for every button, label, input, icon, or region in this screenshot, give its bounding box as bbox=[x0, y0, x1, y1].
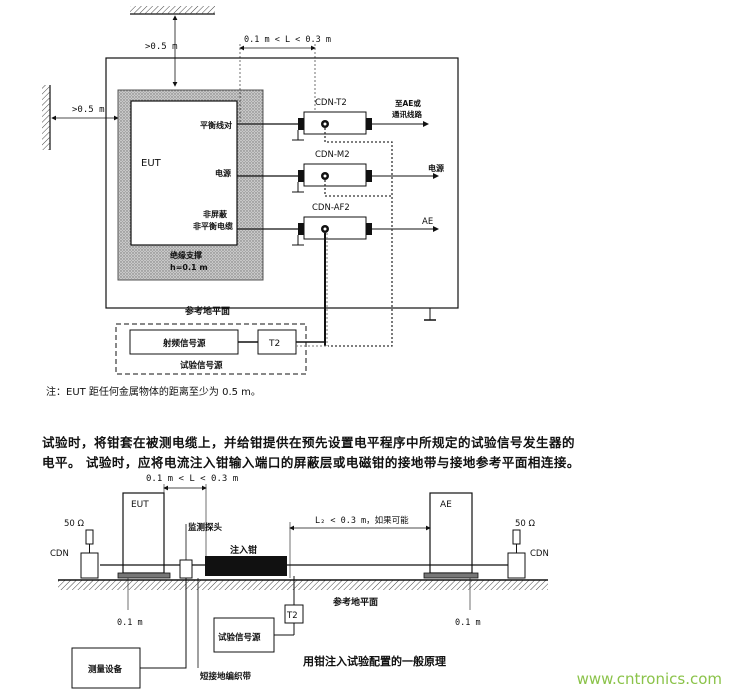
to-ae-label-2: 通讯线路 bbox=[392, 109, 422, 119]
dist-cable-label: 0.1 m < L < 0.3 m bbox=[244, 35, 331, 45]
distance-note: 注：EUT 距任何金属物体的距离至少为 0.5 m。 bbox=[46, 387, 261, 398]
paragraph-line-1: 试验时，将钳套在被测电缆上，并给钳提供在预先设置电平程序中所规定的试验信号发生器… bbox=[42, 435, 576, 450]
bottom-h-left-label: 0.1 m bbox=[117, 618, 143, 628]
cdn-af2-label: CDN-AF2 bbox=[312, 203, 350, 213]
power-label: 电源 bbox=[428, 163, 444, 173]
watermark: www.cntronics.com bbox=[576, 670, 722, 688]
support-label-2: h=0.1 m bbox=[170, 263, 208, 272]
t2-label: T2 bbox=[268, 339, 280, 349]
bottom-eut-box bbox=[122, 492, 165, 574]
bottom-eut-label: EUT bbox=[131, 500, 149, 510]
top-diagram: >0.5 m >0.5 m 参考地平面 EUT 绝缘支撑 h=0.1 m 平衡线… bbox=[42, 6, 459, 375]
bottom-ae-box bbox=[429, 492, 473, 574]
short-strap-label: 短接地编织带 bbox=[200, 671, 252, 682]
bottom-r50-right-label: 50 Ω bbox=[515, 519, 536, 529]
bottom-ae-support bbox=[423, 572, 479, 579]
dist-left-label: >0.5 m bbox=[72, 105, 105, 115]
ground-plane-box bbox=[105, 57, 459, 309]
bottom-cdn-left-label: CDN bbox=[50, 549, 69, 559]
left-wall bbox=[42, 85, 51, 150]
cdn-t2-label: CDN-T2 bbox=[315, 98, 347, 108]
bottom-test-gen-box bbox=[213, 617, 275, 653]
bottom-cdn-left bbox=[80, 552, 99, 579]
cdn-t2 bbox=[237, 111, 429, 141]
cdn-m2 bbox=[237, 163, 439, 193]
measuring-equipment-label: 测量设备 bbox=[88, 664, 123, 675]
monitor-probe bbox=[179, 559, 193, 579]
bottom-cdn-right-label: CDN bbox=[530, 549, 549, 559]
test-signal-source-label: 试验信号源 bbox=[180, 360, 223, 371]
measuring-equipment-box bbox=[71, 647, 141, 689]
to-ae-label-1: 至AE或 bbox=[395, 98, 421, 108]
bottom-h-right-label: 0.1 m bbox=[455, 618, 481, 628]
bottom-r50-left-label: 50 Ω bbox=[64, 519, 85, 529]
cdn-m2-label: CDN-M2 bbox=[315, 150, 350, 160]
port-unshielded-label-1: 非屏蔽 bbox=[203, 209, 228, 219]
ground-symbol bbox=[424, 308, 436, 321]
bottom-ground-plane-label: 参考地平面 bbox=[333, 596, 378, 608]
paragraph-line-2: 电平。 试验时，应将电流注入钳输入端口的屏蔽层或电磁钳的接地带与接地参考平面相连… bbox=[42, 455, 580, 470]
monitor-probe-label: 监测探头 bbox=[188, 522, 223, 533]
support-label-1: 绝缘支撑 bbox=[170, 250, 202, 260]
injection-clamp-label: 注入钳 bbox=[230, 544, 257, 556]
dist-top-label: >0.5 m bbox=[145, 42, 178, 52]
bottom-test-gen-label: 试验信号源 bbox=[218, 632, 261, 643]
cdn-af2 bbox=[237, 216, 439, 246]
t2-box bbox=[257, 329, 297, 355]
switch-line-t2 bbox=[324, 128, 393, 347]
rf-generator-box bbox=[129, 329, 239, 355]
ground-plane-label: 参考地平面 bbox=[185, 305, 230, 317]
eut-label: EUT bbox=[141, 158, 162, 169]
dist-l2-label: L₂ < 0.3 m，如果可能 bbox=[315, 515, 409, 526]
eut-box bbox=[130, 100, 238, 246]
port-power-label: 电源 bbox=[215, 168, 231, 178]
figure-title: 用钳注入试验配置的一般原理 bbox=[303, 654, 446, 668]
ceiling-wall bbox=[130, 6, 215, 15]
bottom-cdn-right bbox=[507, 552, 526, 579]
bottom-eut-support bbox=[117, 572, 171, 579]
injection-clamp bbox=[205, 556, 287, 576]
bottom-ae-label: AE bbox=[440, 500, 452, 510]
bottom-r50-right-resistor bbox=[512, 529, 521, 545]
bottom-t2-label: T2 bbox=[286, 611, 298, 621]
bottom-ground-hatch bbox=[58, 580, 548, 590]
rf-generator-label: 射频信号源 bbox=[162, 338, 206, 349]
port-balanced-label: 平衡线对 bbox=[200, 120, 232, 130]
port-unshielded-label-2: 非平衡电缆 bbox=[193, 221, 233, 231]
ae-label: AE bbox=[422, 217, 433, 227]
bottom-r50-left-resistor bbox=[85, 529, 94, 545]
bottom-dist-cable-label: 0.1 m < L < 0.3 m bbox=[146, 474, 238, 484]
bottom-diagram: 0.1 m < L < 0.3 m EUT AE 参考地平面 50 Ω CDN … bbox=[50, 474, 549, 689]
